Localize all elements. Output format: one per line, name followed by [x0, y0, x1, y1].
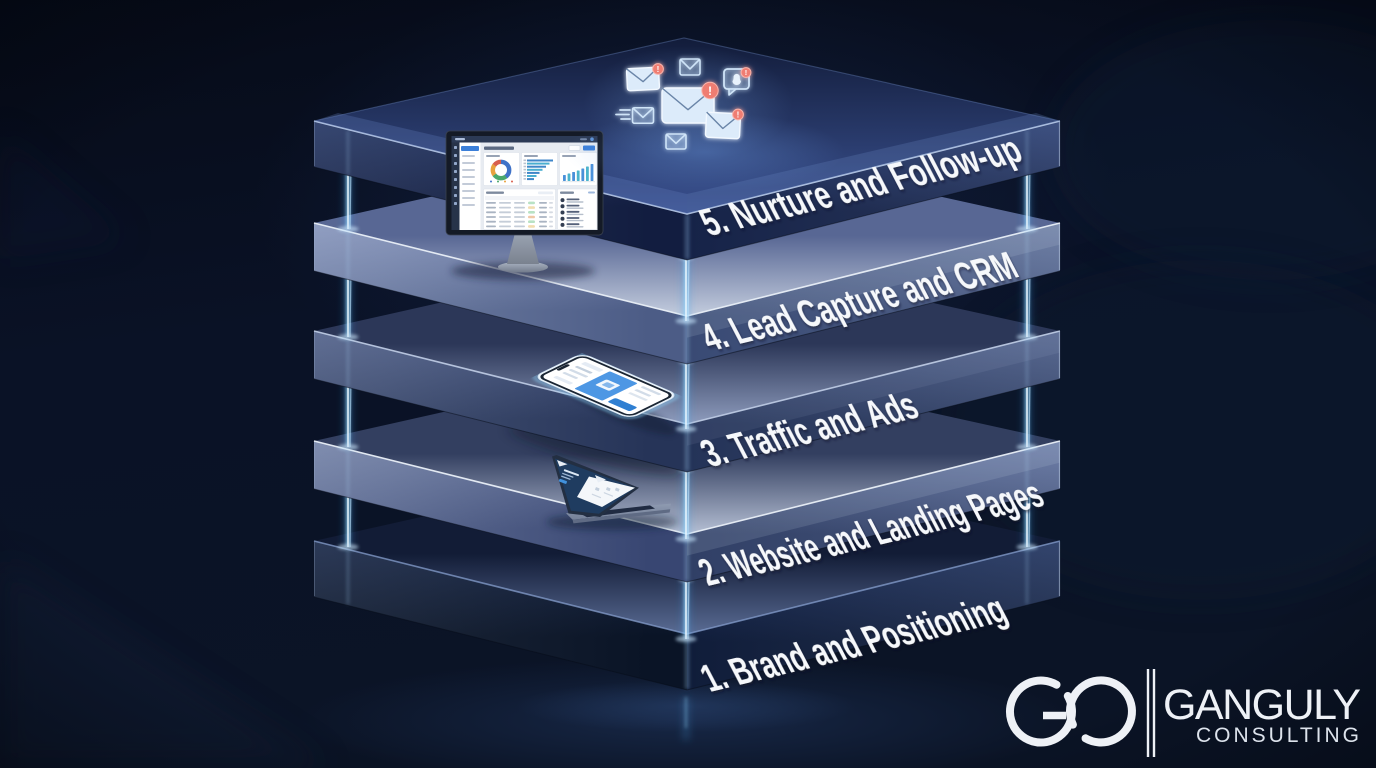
svg-text:GANGULY: GANGULY [1163, 681, 1360, 729]
svg-text:!: ! [708, 84, 712, 98]
svg-text:!: ! [657, 65, 660, 74]
svg-text:!: ! [737, 110, 740, 119]
svg-text:!: ! [745, 68, 747, 77]
svg-text:CONSULTING: CONSULTING [1196, 724, 1359, 747]
